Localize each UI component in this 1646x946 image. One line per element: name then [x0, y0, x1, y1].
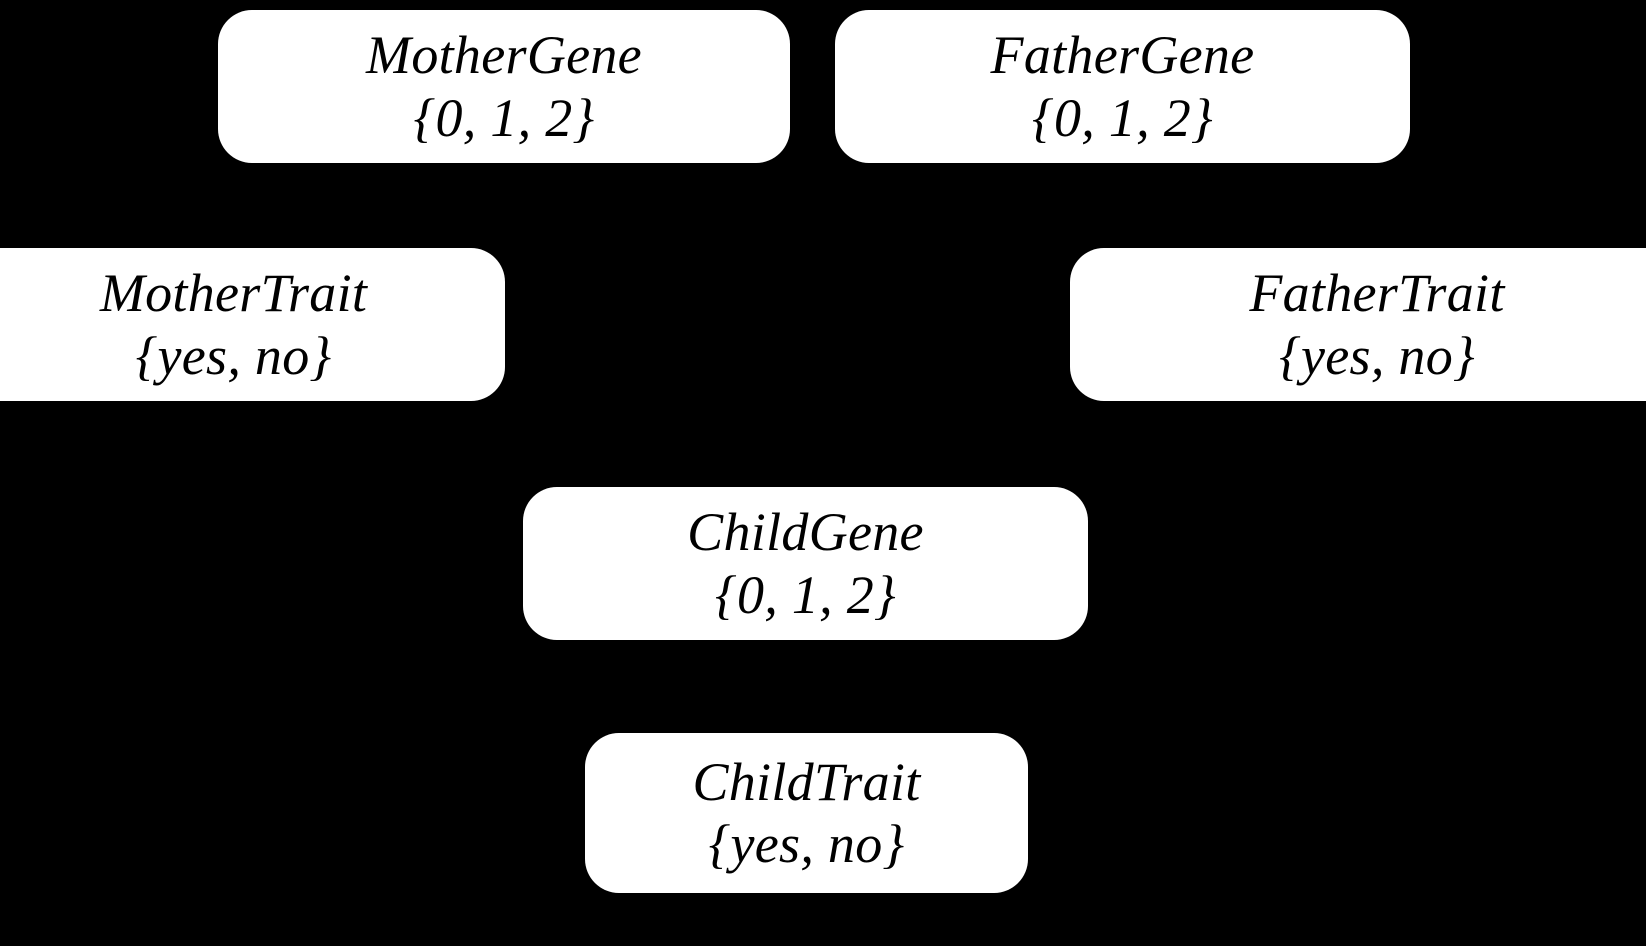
node-child-trait-label: ChildTrait [692, 751, 921, 812]
node-father-trait-domain: {yes, no} [1279, 325, 1475, 386]
node-child-trait-domain: {yes, no} [708, 814, 905, 874]
node-father-gene[interactable]: FatherGene {0, 1, 2} [835, 10, 1410, 163]
node-mother-trait-label: MotherTrait [99, 263, 368, 324]
node-father-trait[interactable]: FatherTrait {yes, no} [1070, 248, 1646, 401]
node-mother-trait[interactable]: MotherTrait {yes, no} [0, 248, 505, 401]
node-father-gene-domain: {0, 1, 2} [1032, 87, 1213, 148]
node-mother-gene-label: MotherGene [366, 25, 642, 86]
node-child-gene[interactable]: ChildGene {0, 1, 2} [523, 487, 1088, 640]
node-mother-trait-domain: {yes, no} [135, 325, 332, 386]
node-mother-gene[interactable]: MotherGene {0, 1, 2} [218, 10, 790, 163]
node-child-gene-domain: {0, 1, 2} [715, 564, 896, 625]
node-mother-gene-domain: {0, 1, 2} [413, 87, 595, 148]
node-child-gene-label: ChildGene [687, 502, 924, 563]
node-child-trait[interactable]: ChildTrait {yes, no} [585, 733, 1028, 893]
node-father-gene-label: FatherGene [990, 25, 1255, 86]
node-father-trait-label: FatherTrait [1249, 263, 1505, 324]
